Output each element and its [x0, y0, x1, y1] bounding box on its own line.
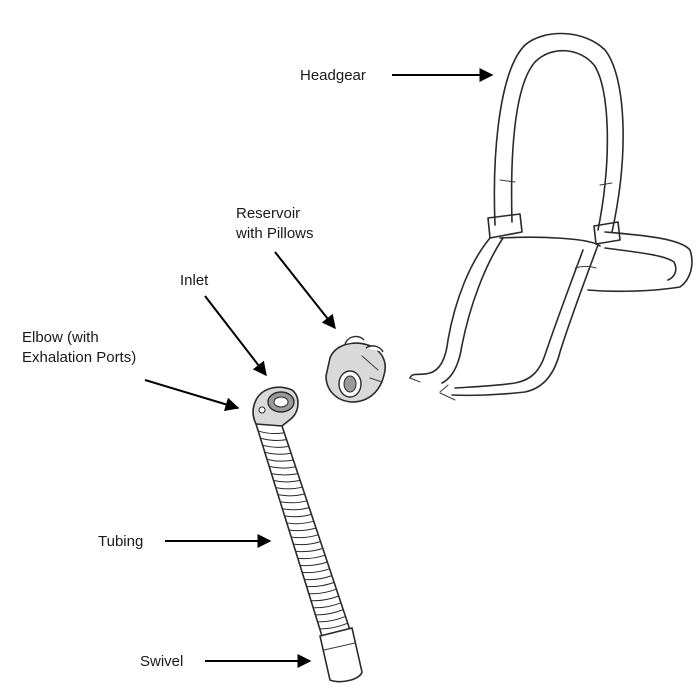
elbow-label-line2: Exhalation Ports): [22, 349, 136, 366]
tubing-rib: [291, 534, 319, 539]
tubing-rib: [288, 527, 317, 532]
tubing-rib: [280, 500, 308, 504]
tubing-rib: [302, 568, 330, 574]
elbow-illustration: [252, 386, 299, 432]
swivel-label: Swivel: [140, 653, 183, 670]
tubing-rib: [269, 465, 296, 469]
reservoir-label-line1: Reservoir: [236, 205, 300, 222]
tubing-rib: [310, 595, 339, 602]
tubing-rib: [297, 554, 326, 560]
tubing-rib: [319, 622, 348, 630]
reservoir-label-line2: with Pillows: [235, 225, 314, 242]
tubing-rib: [304, 575, 333, 581]
tubing-rib: [299, 561, 328, 567]
tubing-rib: [264, 451, 292, 455]
tubing-rib: [258, 430, 285, 435]
tubing-rib: [275, 486, 303, 490]
tubing-rib: [266, 458, 294, 462]
tubing-rib: [313, 602, 342, 609]
tubing-illustration: [254, 423, 352, 637]
elbow-arrow: [144, 379, 240, 412]
tubing-rib: [284, 513, 312, 518]
tubing-label: Tubing: [98, 533, 143, 550]
headgear-illustration: [409, 32, 693, 401]
swivel-illustration: [319, 627, 363, 683]
tubing-rib: [282, 507, 310, 511]
headgear-label: Headgear: [300, 67, 366, 84]
tubing-rib: [260, 437, 287, 441]
elbow-label-line1: Elbow (with: [22, 329, 99, 346]
inlet-arrow: [204, 295, 267, 377]
tubing-rib: [315, 609, 344, 616]
reservoir-arrow: [274, 251, 336, 330]
tubing-rib: [306, 581, 335, 588]
tubing-rib: [295, 547, 323, 553]
tubing-rib: [308, 588, 337, 595]
tubing-rib: [286, 520, 314, 525]
tubing-rib: [317, 615, 346, 623]
tubing-rib: [262, 444, 289, 448]
inlet-label: Inlet: [180, 272, 209, 289]
tubing-rib: [277, 493, 305, 497]
tubing-rib: [273, 479, 301, 483]
tubing-rib: [271, 472, 298, 476]
reservoir-illustration: [325, 335, 386, 403]
tubing-rib: [293, 541, 321, 546]
